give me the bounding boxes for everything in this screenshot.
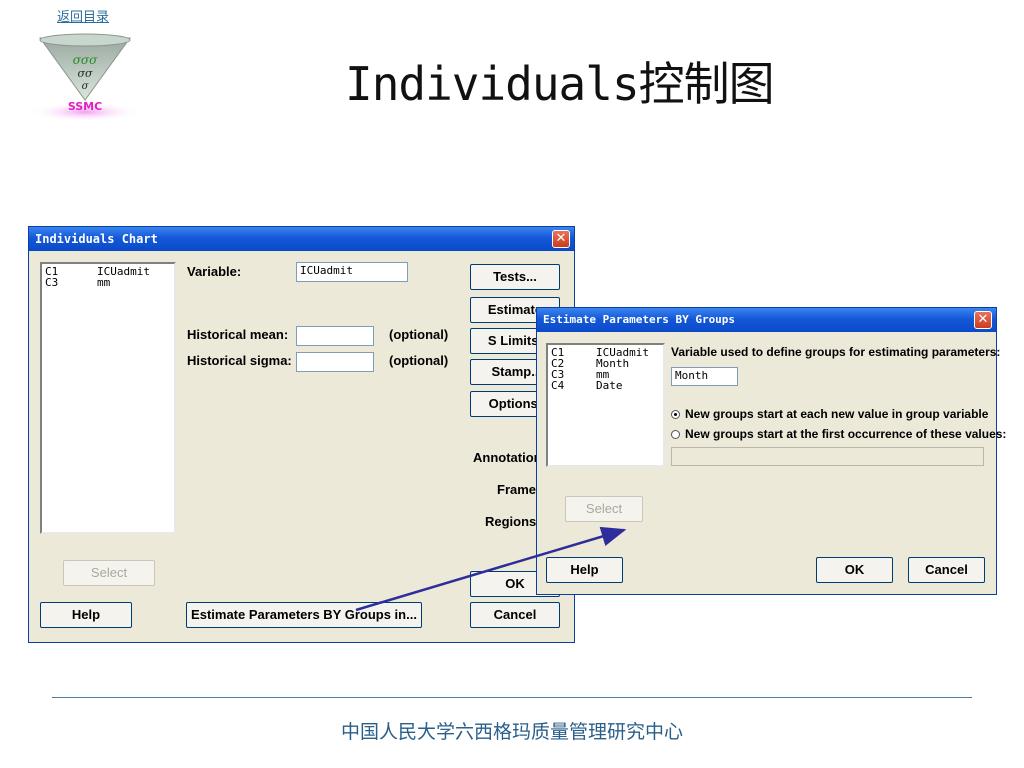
list-item[interactable]: C2 Month — [551, 357, 630, 370]
estimate-button[interactable]: Estimate — [470, 297, 560, 323]
frame-menu[interactable]: Frame — [497, 482, 537, 497]
cancel-button[interactable]: Cancel — [470, 602, 560, 628]
optional-label: (optional) — [389, 353, 449, 368]
estimate-by-groups-button[interactable]: Estimate Parameters BY Groups in... — [186, 602, 422, 628]
radio-first-occurrence[interactable]: New groups start at the first occurrence… — [671, 427, 1006, 441]
footer-org-name: 中国人民大学六西格玛质量管理研究中心 — [340, 721, 683, 743]
historical-sigma-label: Historical sigma: — [187, 353, 292, 368]
estimate-by-groups-titlebar: Estimate Parameters BY Groups ✕ — [537, 308, 996, 332]
columns-listbox[interactable]: C1 ICUadmit C2 Month C3 mm C4 Date — [546, 343, 665, 467]
svg-text:σσσ: σσσ — [73, 53, 98, 67]
list-item[interactable]: C4 Date — [551, 379, 623, 392]
dialog-title: Individuals Chart — [35, 232, 158, 246]
footer-divider — [52, 697, 972, 698]
back-to-contents-link[interactable]: 返回目录 — [57, 10, 110, 25]
svg-text:σ: σ — [82, 81, 90, 92]
logo-text: SSMC — [68, 100, 102, 113]
columns-listbox[interactable]: C1 ICUadmit C3 mm — [40, 262, 176, 534]
individuals-chart-titlebar: Individuals Chart ✕ — [29, 227, 574, 251]
tests-button[interactable]: Tests... — [470, 264, 560, 290]
optional-label: (optional) — [389, 327, 449, 342]
ok-button[interactable]: OK — [816, 557, 893, 583]
radio-selected-icon[interactable] — [671, 409, 680, 419]
help-button[interactable]: Help — [40, 602, 132, 628]
svg-text:σσ: σσ — [77, 67, 93, 80]
ssmc-logo: σσσ σσ σ SSMC — [26, 28, 144, 124]
list-item[interactable]: C1 ICUadmit — [551, 346, 649, 359]
variable-input[interactable]: ICUadmit — [296, 262, 408, 282]
individuals-chart-dialog: Individuals Chart ✕ C1 ICUadmit C3 mm Va… — [28, 226, 575, 643]
variable-label: Variable: — [187, 264, 242, 279]
radio-label: New groups start at each new value in gr… — [685, 407, 989, 421]
group-variable-label: Variable used to define groups for estim… — [671, 345, 1001, 359]
estimate-by-groups-dialog: Estimate Parameters BY Groups ✕ C1 ICUad… — [536, 307, 1006, 595]
list-item[interactable]: C3 mm — [551, 368, 610, 381]
group-variable-input[interactable]: Month — [671, 367, 738, 386]
select-button: Select — [565, 496, 643, 522]
help-button[interactable]: Help — [546, 557, 623, 583]
close-icon[interactable]: ✕ — [552, 230, 570, 248]
historical-mean-input[interactable] — [296, 326, 374, 346]
select-button: Select — [63, 560, 155, 586]
close-icon[interactable]: ✕ — [974, 311, 992, 329]
list-item[interactable]: C3 mm — [45, 276, 111, 289]
list-item[interactable]: C1 ICUadmit — [45, 265, 150, 278]
occurrence-values-input — [671, 447, 984, 466]
radio-label: New groups start at the first occurrence… — [685, 427, 1007, 441]
radio-new-value[interactable]: New groups start at each new value in gr… — [671, 407, 988, 421]
historical-sigma-input[interactable] — [296, 352, 374, 372]
regions-menu[interactable]: Regions — [485, 514, 537, 529]
historical-mean-label: Historical mean: — [187, 327, 289, 342]
dialog-title: Estimate Parameters BY Groups — [543, 313, 736, 326]
annotation-menu[interactable]: Annotation — [473, 450, 542, 465]
radio-unselected-icon[interactable] — [671, 429, 680, 439]
slide-title: Individuals控制图 — [345, 57, 775, 111]
cancel-button[interactable]: Cancel — [908, 557, 985, 583]
